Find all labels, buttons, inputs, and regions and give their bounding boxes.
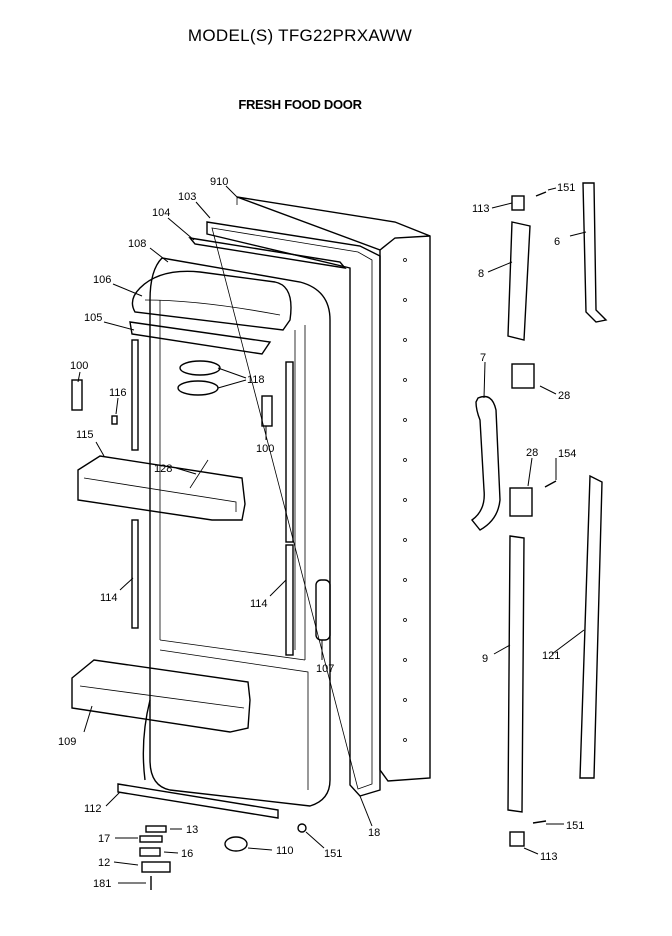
callout-13: 13 bbox=[186, 824, 198, 836]
callout-154: 154 bbox=[558, 448, 576, 460]
callout-112: 112 bbox=[84, 803, 102, 815]
callout-7: 7 bbox=[480, 352, 486, 364]
upper-shelf-bin bbox=[77, 455, 246, 521]
callout-114-right: 114 bbox=[250, 598, 268, 610]
callout-110: 110 bbox=[276, 845, 294, 857]
egg-trays bbox=[177, 360, 221, 396]
callout-8: 8 bbox=[478, 268, 484, 280]
callout-100-right: 100 bbox=[256, 443, 274, 455]
callout-113-top: 113 bbox=[472, 203, 490, 215]
callout-28-lower: 28 bbox=[526, 447, 538, 459]
callout-108: 108 bbox=[128, 238, 146, 250]
callout-910: 910 bbox=[210, 176, 228, 188]
callout-151-right: 151 bbox=[566, 820, 584, 832]
callout-121: 121 bbox=[542, 650, 560, 662]
lower-shelf-bin bbox=[71, 659, 251, 733]
callout-9: 9 bbox=[482, 653, 488, 665]
callout-103: 103 bbox=[178, 191, 196, 203]
callout-115: 115 bbox=[76, 429, 94, 441]
bottom-trim-strip bbox=[117, 783, 279, 819]
callout-128: 128 bbox=[154, 463, 172, 475]
ice-tray-holder bbox=[315, 579, 331, 641]
callout-18: 18 bbox=[368, 827, 380, 839]
callout-105: 105 bbox=[84, 312, 102, 324]
callout-113-bottom: 113 bbox=[540, 851, 558, 863]
callout-100-left: 100 bbox=[70, 360, 88, 372]
callout-106: 106 bbox=[93, 274, 111, 286]
shelf-clips bbox=[71, 379, 273, 427]
liner-top-trim bbox=[188, 237, 347, 269]
callout-116: 116 bbox=[109, 387, 127, 399]
callout-181: 181 bbox=[93, 878, 111, 890]
model-title: MODEL(S) TFG22PRXAWW bbox=[187, 26, 413, 45]
callout-17: 17 bbox=[98, 833, 110, 845]
callout-12: 12 bbox=[98, 857, 110, 869]
callout-107: 107 bbox=[316, 663, 334, 675]
shelf-support-rails bbox=[131, 339, 294, 656]
dairy-compartment-door bbox=[129, 270, 292, 355]
hinge-hardware bbox=[470, 182, 608, 847]
callout-6: 6 bbox=[554, 236, 560, 248]
door-liner bbox=[142, 257, 331, 807]
callout-118: 118 bbox=[247, 374, 265, 386]
callout-28-upper: 28 bbox=[558, 390, 570, 402]
callout-114-left: 114 bbox=[100, 592, 118, 604]
callout-104: 104 bbox=[152, 207, 170, 219]
callout-151-bottom: 151 bbox=[324, 848, 342, 860]
leader-lines bbox=[77, 185, 587, 884]
callout-16: 16 bbox=[181, 848, 193, 860]
small-hardware bbox=[139, 823, 307, 890]
callout-151-top: 151 bbox=[557, 182, 575, 194]
callout-109: 109 bbox=[58, 736, 76, 748]
callout-labels: 910 103 104 108 106 105 100 116 118 100 … bbox=[58, 176, 584, 890]
section-title: FRESH FOOD DOOR bbox=[238, 97, 362, 112]
